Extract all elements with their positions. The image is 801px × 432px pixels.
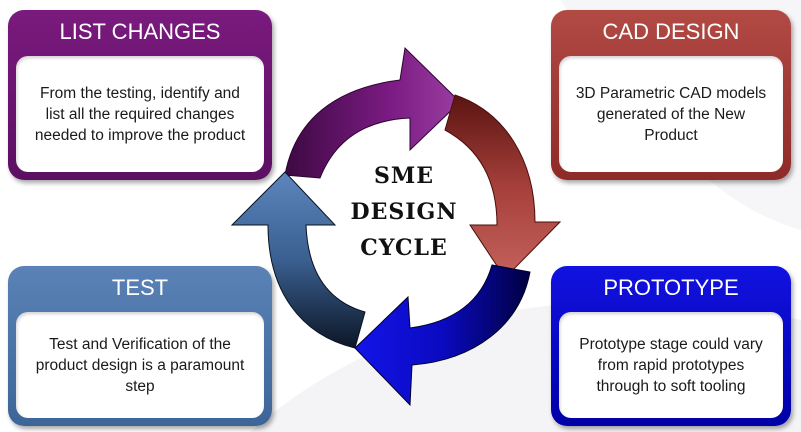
stage-description: Prototype stage could vary from rapid pr… <box>559 312 783 418</box>
arrow-cad-to-prototype <box>444 94 562 279</box>
stage-card-cad-design: CAD DESIGN 3D Parametric CAD models gene… <box>551 10 791 180</box>
stage-title: TEST <box>111 275 169 300</box>
stage-description: From the testing, identify and list all … <box>16 56 264 172</box>
arrow-test-to-list <box>230 171 366 349</box>
arrow-list-to-cad <box>284 46 461 179</box>
arrow-prototype-to-test <box>354 264 531 407</box>
cycle-center-label: SME DESIGN CYCLE <box>340 158 468 266</box>
stage-description: 3D Parametric CAD models generated of th… <box>559 56 783 172</box>
stage-card-list-changes: LIST CHANGES From the testing, identify … <box>8 10 272 180</box>
stage-title: PROTOTYPE <box>603 275 739 300</box>
design-cycle-arrows <box>230 46 562 407</box>
center-line-2: DESIGN <box>350 199 458 225</box>
center-line-1: SME <box>373 163 434 189</box>
stage-card-prototype: PROTOTYPE Prototype stage could vary fro… <box>551 266 791 426</box>
stage-card-test: TEST Test and Verification of the produc… <box>8 266 272 426</box>
stage-description: Test and Verification of the product des… <box>16 312 264 418</box>
stage-title: LIST CHANGES <box>59 19 221 44</box>
center-line-3: CYCLE <box>360 235 448 261</box>
stage-title: CAD DESIGN <box>602 19 740 44</box>
